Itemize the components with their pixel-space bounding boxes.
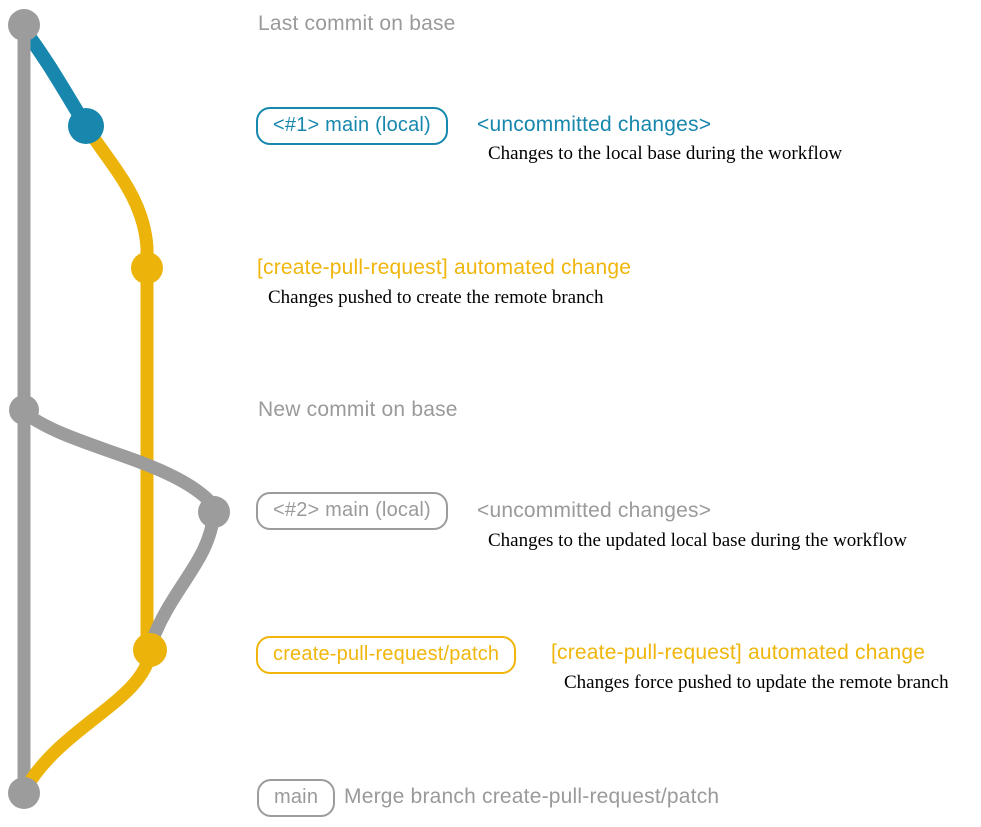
branch-line-merge-to-main: [20, 650, 157, 792]
commit-dot-local-2: [198, 496, 230, 528]
description-uncommitted-changes-2: Changes to the updated local base during…: [488, 530, 907, 551]
commit-dot-new-base: [9, 395, 39, 425]
branch-line-main-local-2-rebase: [144, 511, 221, 647]
commit-dot-automated-1: [131, 252, 163, 284]
git-graph: [8, 9, 230, 809]
description-automated-change-1: Changes pushed to create the remote bran…: [268, 287, 604, 308]
branch-badge-main: main: [257, 779, 336, 817]
branch-badge-main-local-2: <#2> main (local): [256, 492, 448, 530]
branch-badge-main-local-1: <#1> main (local): [256, 107, 448, 145]
branch-line-create-pull-request-patch: [80, 122, 154, 648]
heading-automated-change-1: [create-pull-request] automated change: [257, 256, 632, 279]
branch-line-main-local-2-out: [19, 406, 220, 511]
heading-automated-change-2: [create-pull-request] automated change: [551, 641, 926, 664]
commit-dot-merge: [8, 777, 40, 809]
caption-new-commit-on-base: New commit on base: [258, 398, 458, 421]
commit-dot-local-1: [68, 108, 104, 144]
description-automated-change-2: Changes force pushed to update the remot…: [564, 672, 949, 693]
commit-dot-automated-2: [133, 633, 167, 667]
heading-uncommitted-changes-1: <uncommitted changes>: [477, 113, 712, 136]
caption-merge-branch: Merge branch create-pull-request/patch: [344, 785, 720, 808]
description-uncommitted-changes-1: Changes to the local base during the wor…: [488, 143, 843, 164]
caption-last-commit-on-base: Last commit on base: [258, 12, 456, 35]
branch-badge-create-pull-request-patch: create-pull-request/patch: [256, 636, 517, 674]
heading-uncommitted-changes-2: <uncommitted changes>: [477, 499, 712, 522]
commit-dot-last-base: [8, 9, 40, 41]
